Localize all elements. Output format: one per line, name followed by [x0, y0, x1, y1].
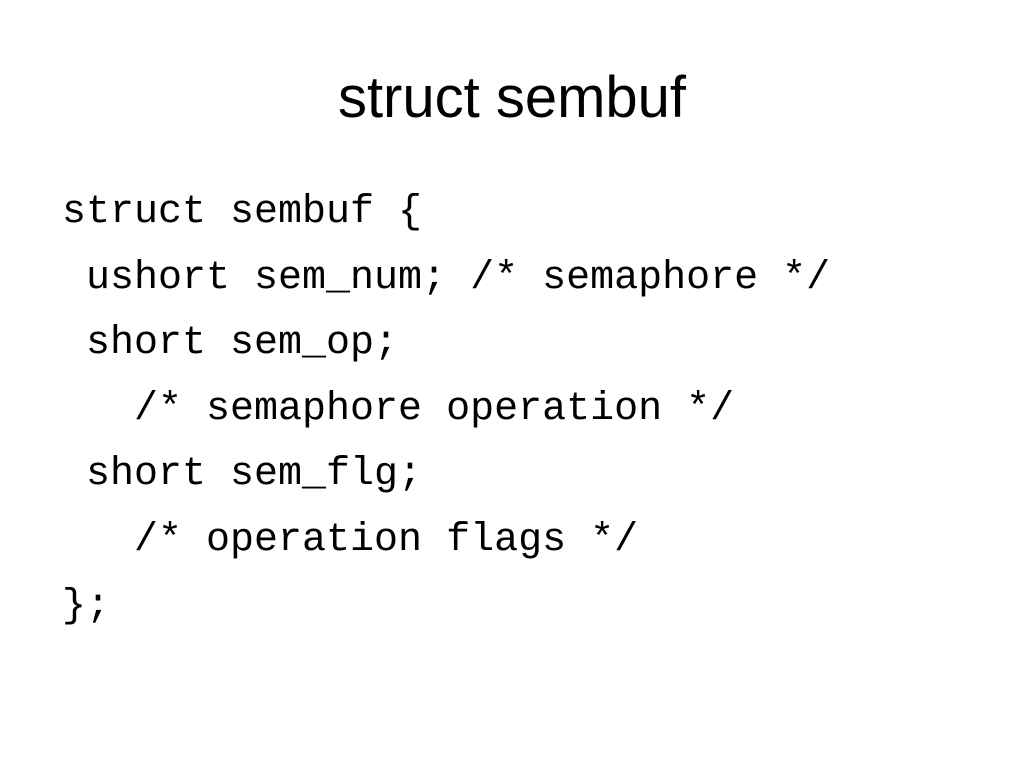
code-line-sem-flg-comment: /* operation flags */: [62, 517, 639, 563]
code-line-sem-num: ushort sem_num; /* semaphore */: [62, 255, 831, 301]
code-line-sem-op: short sem_op;: [62, 321, 399, 367]
slide-title: struct sembuf: [337, 65, 687, 130]
code-line-struct-close: };: [62, 583, 111, 629]
code-line-struct-open: struct sembuf {: [62, 190, 423, 235]
code-line-sem-op-comment: /* semaphore operation */: [62, 386, 735, 432]
code-block: struct sembuf { ushort sem_num; /* semap…: [62, 180, 830, 639]
code-line-sem-flg: short sem_flg;: [62, 452, 423, 498]
